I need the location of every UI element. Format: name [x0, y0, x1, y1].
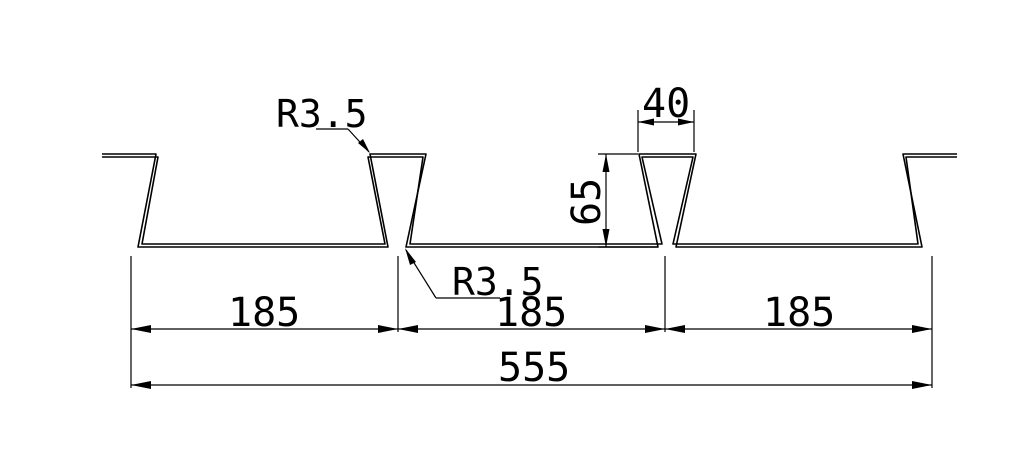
pitch-2-arrow-right: [645, 325, 665, 333]
rib-height-arrow-top: [602, 154, 610, 172]
pitch-1-arrow-right: [378, 325, 398, 333]
pitch-2-arrow-left: [398, 325, 418, 333]
rib-top-width-label: 40: [642, 81, 690, 127]
rib-height-arrow-bottom: [602, 229, 610, 247]
pitch-3-label: 185: [763, 290, 835, 336]
pitch-1-arrow-left: [131, 325, 151, 333]
profile-inner-line: [102, 156, 957, 245]
pitch-1-label: 185: [228, 290, 300, 336]
radius-top-arrow: [358, 139, 370, 153]
radius-label-bottom: R3.5: [452, 260, 544, 304]
radius-bottom-arrow: [405, 248, 416, 265]
profile-outer-line: [102, 153, 957, 248]
total-arrow-right: [912, 381, 932, 389]
pitch-3-arrow-left: [665, 325, 685, 333]
total-width-label: 555: [498, 345, 570, 391]
rib-width-arrow-right: [678, 118, 694, 126]
rib-width-arrow-left: [638, 118, 654, 126]
radius-label-top: R3.5: [276, 92, 368, 136]
total-arrow-left: [131, 381, 151, 389]
rib-height-label: 65: [564, 178, 610, 226]
pitch-2-label: 185: [495, 290, 567, 336]
pitch-3-arrow-right: [912, 325, 932, 333]
